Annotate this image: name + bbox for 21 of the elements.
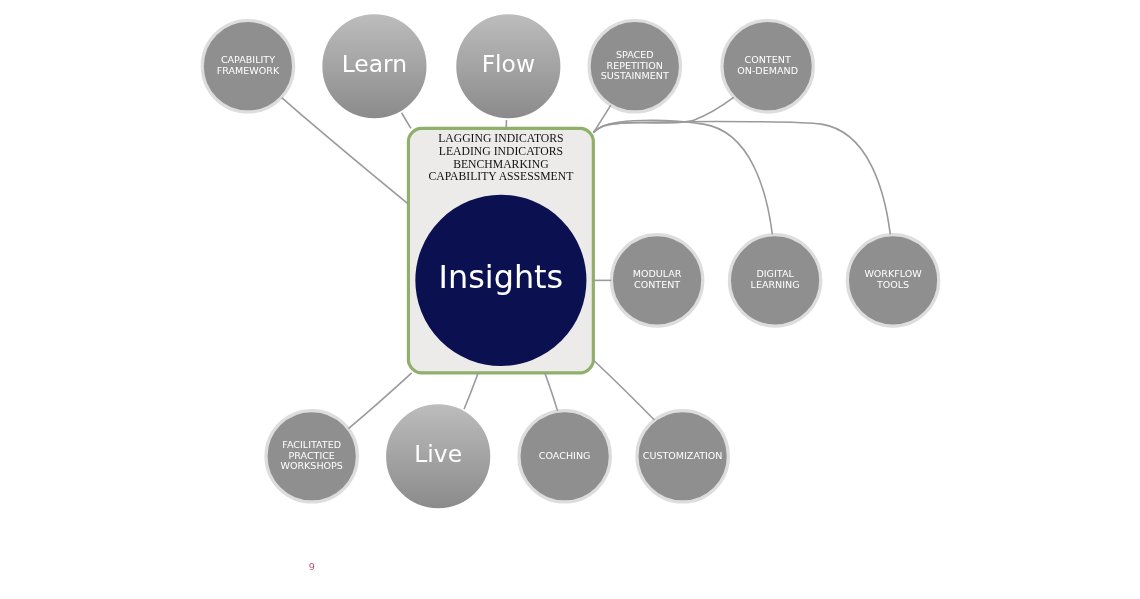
connector [400, 111, 412, 130]
node-circle: DIGITAL LEARNING [727, 233, 822, 328]
connector [543, 372, 558, 412]
connector [280, 96, 409, 205]
node-circle: SPACED REPETITION SUSTAINMENT [587, 18, 682, 114]
label: 9 [308, 560, 315, 572]
node-circle: Insights [414, 194, 586, 366]
connector [592, 359, 655, 421]
connector [592, 104, 612, 134]
node-circle: CAPABILITY FRAMEWORK [200, 18, 295, 114]
node-circle: COACHING [516, 408, 612, 504]
connector [592, 96, 734, 133]
connector [462, 372, 479, 410]
connector [347, 372, 413, 430]
connector [504, 119, 507, 130]
node-circle: CONTENT ON-DEMAND [719, 18, 815, 114]
connector [592, 120, 891, 236]
node-circle: FACILITATED PRACTICE WORKSHOPS [263, 408, 359, 504]
node-circle: WORKFLOW TOOLS [845, 233, 940, 328]
node-circle: CUSTOMIZATION [634, 408, 730, 504]
node-circle: MODULAR CONTENT [609, 233, 704, 328]
